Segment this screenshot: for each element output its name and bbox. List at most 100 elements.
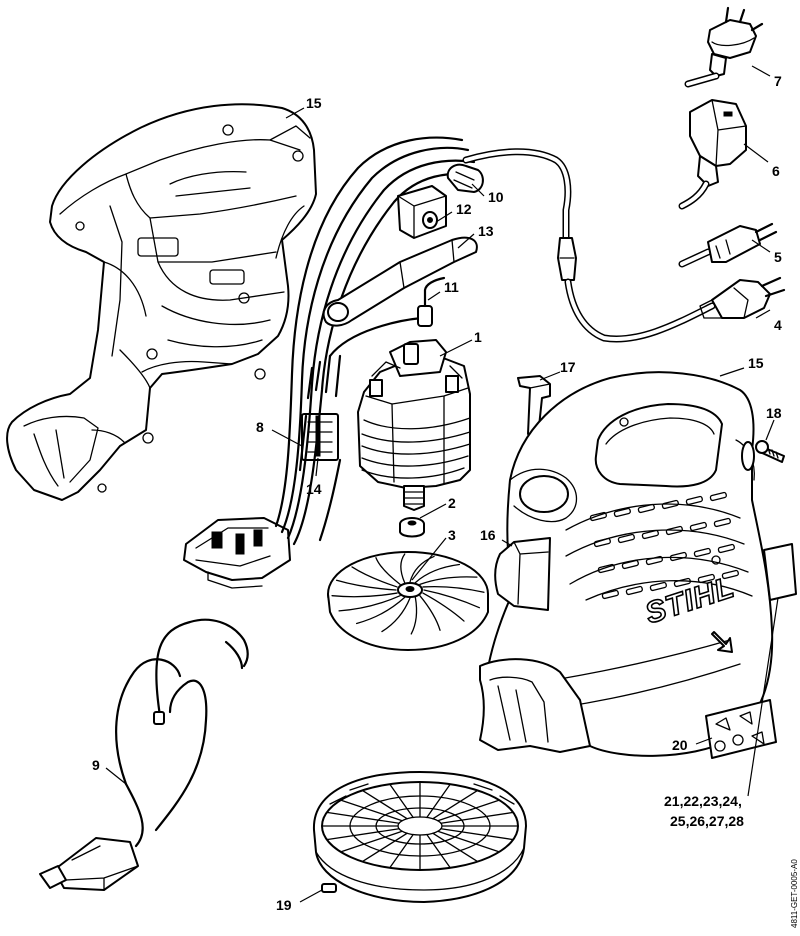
hex-key-17: [517, 375, 551, 437]
vent-slot: [617, 533, 635, 544]
fan-blade: [422, 592, 465, 622]
callout-21-28-line1: 21,22,23,24,: [664, 793, 742, 809]
fan-blade: [400, 553, 406, 584]
blower-nozzle: [479, 658, 591, 753]
callout-20: 20: [672, 737, 688, 753]
housing-half-left: [6, 103, 317, 501]
switch-12: [397, 185, 447, 239]
vent-slot: [625, 585, 643, 596]
vent-slot: [661, 499, 679, 510]
fan-blade: [410, 596, 418, 635]
vent-slot: [641, 529, 659, 540]
switch-base-plate: [183, 517, 291, 589]
fan-blade: [423, 589, 481, 609]
vent-slot: [685, 495, 703, 506]
fan-wheel-3: [327, 551, 489, 651]
vent-slot: [665, 525, 683, 536]
vent-slot: [693, 547, 711, 558]
callout-9: 9: [92, 757, 100, 773]
wiring-harness: [274, 136, 478, 546]
vent-slot: [673, 577, 691, 588]
grille-spoke: [340, 830, 403, 853]
grille-spoke: [389, 833, 414, 869]
callout-6: 6: [772, 163, 780, 179]
fan-blade: [355, 596, 406, 625]
grille-spoke: [426, 783, 451, 819]
cable-sleeve-13: [322, 236, 478, 327]
plug-4: [699, 276, 786, 319]
callout-13: 13: [478, 223, 494, 239]
fan-blade: [422, 585, 485, 593]
vent-slot: [601, 589, 619, 600]
callout-18: 18: [766, 405, 782, 421]
grille-spoke: [426, 833, 451, 869]
fan-blade: [351, 566, 398, 588]
housing-right: [483, 371, 774, 757]
callout-16: 16: [480, 527, 496, 543]
callout-10: 10: [488, 189, 504, 205]
washer-2: [399, 517, 425, 538]
callout-21-28-line2: 25,26,27,28: [670, 813, 744, 829]
callout-3: 3: [448, 527, 456, 543]
plug-6: [678, 99, 747, 210]
electric-motor: [357, 339, 471, 511]
warning-label-icon: [705, 699, 777, 759]
grille-spoke: [432, 832, 479, 863]
callout-2: 2: [448, 495, 456, 511]
fan-blade: [338, 595, 401, 612]
plug-7: [684, 6, 764, 88]
callout-8: 8: [256, 419, 264, 435]
screw-18: [755, 440, 785, 463]
switch-part-9: [39, 837, 139, 891]
callout-4: 4: [774, 317, 782, 333]
grille-spoke: [440, 811, 514, 824]
air-guide-16: [494, 537, 551, 611]
callout-12: 12: [456, 201, 472, 217]
fan-blade: [331, 592, 398, 598]
vent-slot: [645, 555, 663, 566]
vent-slot: [717, 543, 735, 554]
callout-15-left: 15: [306, 95, 322, 111]
callout-14: 14: [306, 481, 322, 497]
fan-blade: [414, 563, 461, 584]
vent-slot: [689, 521, 707, 532]
document-code: 4811-GET-0005-A0: [790, 859, 799, 928]
fan-blade: [409, 555, 435, 583]
fan-blade: [419, 576, 478, 585]
label-sticker: [763, 543, 797, 601]
callout-7: 7: [774, 73, 782, 89]
fan-blade: [381, 597, 411, 633]
vent-slot: [593, 537, 611, 548]
callout-11: 11: [444, 279, 459, 295]
vent-slot: [697, 573, 715, 584]
leader-lines: [105, 65, 779, 903]
grille-spoke: [326, 811, 400, 824]
fan-blade: [335, 579, 397, 591]
vent-slot: [649, 581, 667, 592]
grille-spoke: [440, 828, 514, 841]
vent-slot: [669, 551, 687, 562]
vent-slot: [721, 569, 739, 580]
arrow-icon: [711, 631, 733, 653]
connector-11: [417, 276, 446, 327]
grille-spoke: [437, 830, 500, 853]
callout-19: 19: [276, 897, 292, 913]
power-cable: [462, 148, 716, 343]
vent-slot: [613, 507, 631, 518]
grille-spoke: [340, 799, 403, 822]
callout-15-right: 15: [748, 355, 764, 371]
fan-blade: [419, 595, 441, 631]
callout-labels: 1 2 3 4 5 6 7 8 9 10 11 12 13 14 15 15 1…: [92, 73, 782, 913]
grille-spoke: [326, 828, 400, 841]
vent-slot: [709, 491, 727, 502]
callout-17: 17: [560, 359, 576, 375]
plug-5: [678, 222, 778, 268]
vent-slot: [597, 563, 615, 574]
strain-relief-10: [446, 163, 484, 193]
cable-harness-9: [115, 618, 249, 848]
grille-spoke: [361, 832, 408, 863]
intake-grille-19: [312, 771, 527, 903]
vent-slot: [637, 503, 655, 514]
grille-spoke: [389, 783, 414, 819]
